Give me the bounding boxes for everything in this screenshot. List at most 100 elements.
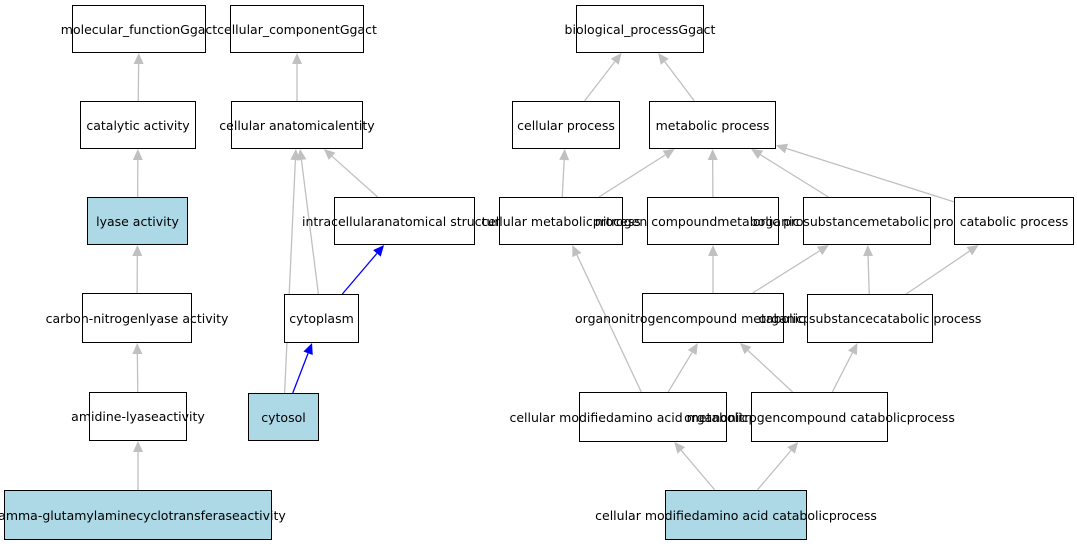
node-label-line: process [906,409,955,425]
node-cellular-process[interactable]: cellular process [512,101,620,149]
edge-cyto-to-cae [300,159,320,295]
node-label-line: cytoplasm [289,311,354,326]
node-nitrogen-compound-metabolic-process[interactable]: nitrogen compound metabolic process [595,197,831,245]
edge-onccp-to-oncmp [747,350,794,393]
node-molecular-function[interactable]: molecular_function Ggact [61,5,217,53]
edge-cytosol-to-cyto [292,353,309,394]
edge-oscp-to-osmp [867,255,870,295]
arrowhead-lyase-to-cat [132,149,143,161]
edge-ias-to-cae [331,155,379,198]
node-label-line: gamma-glutamylaminecyclotransferase [0,507,240,523]
node-carbon-nitrogen-lyase-activity[interactable]: carbon-nitrogen lyase activity [46,293,228,343]
node-label-line: Ggact [339,21,377,37]
node-label-line: amino acid metabolic [613,409,749,425]
node-cellular-modified-amino-acid-catabolic-process[interactable]: cellular modified amino acid catabolic p… [595,490,877,540]
node-label-line: metabolic process [717,213,832,229]
edge-oscp-to-catp [905,250,970,295]
node-label-line: metabolic process [867,213,982,229]
edge-cytosol-to-cae [283,159,297,394]
node-label-line: catalytic activity [86,117,190,133]
node-label-line: carbon-nitrogen [45,310,146,326]
edge-cmamp-to-cmp [576,254,642,393]
node-label-line: lyase activity [96,213,179,229]
edge-catp-to-mp [786,147,955,203]
arrowhead-ncmp-to-mp [707,149,718,161]
node-label-line: organonitrogen [684,409,781,425]
arrowhead-cmacp-to-onccp [787,442,799,454]
node-lyase-activity[interactable]: lyase activity [87,197,188,245]
node-gamma-glutamylaminecyclotransferase-activity[interactable]: gamma-glutamylaminecyclotransferase acti… [0,490,286,540]
arrowhead-cn-to-lyase [132,245,143,257]
node-amidine-lyase-activity[interactable]: amidine-lyase activity [71,392,205,441]
node-label-line: cellular modified [595,507,700,523]
arrowhead-cp-to-bp [610,53,622,65]
node-label-line: amidine-lyase [71,409,159,424]
edge-cmamp-to-oncmp [667,352,693,393]
node-cellular-component[interactable]: cellular_component Ggact [217,5,377,53]
edge-cmp-to-mp [598,154,666,198]
edge-osmp-to-mp [760,154,829,198]
node-label-line: cellular metabolic [481,213,593,229]
node-cellular-metabolic-process[interactable]: cellular metabolic process [481,197,641,245]
arrowhead-ias-to-cae [323,149,336,161]
node-label-line: catabolic process [959,213,1069,229]
node-label-line: nitrogen compound [594,213,718,229]
node-label-line: organic substance [752,213,868,229]
node-label-line: intracellular [302,213,377,229]
node-organic-substance-catabolic-process[interactable]: organic substance catabolic process [759,294,981,343]
node-cytoplasm[interactable]: cytoplasm [284,294,359,343]
edge-cyto-to-ias [341,252,378,295]
arrowhead-cae-to-cc [292,53,302,64]
edge-onccp-to-oscp [831,352,853,393]
arrowhead-osmp-to-mp [751,149,764,160]
node-label-line: biological_process [564,21,679,37]
arrowhead-oscp-to-osmp [863,245,874,257]
node-label-line: cellular modified [509,409,614,425]
arrowhead-cytosol-to-cyto [303,343,313,356]
arrowhead-cmp-to-cp [559,149,570,161]
arrowhead-cmp-to-mp [662,149,675,160]
node-label-line: activity [158,409,205,424]
node-label-line: metabolic process [655,117,770,133]
node-label-line: amino acid catabolic [699,507,829,523]
edge-mp-to-bp [664,61,695,102]
arrowhead-onccp-to-oscp [847,343,858,356]
node-label-line: cytosol [261,409,306,425]
node-label-line: catabolic process [872,311,982,326]
node-label-line: compound metabolic [671,310,803,326]
arrowhead-cmamp-to-oncmp [687,343,698,355]
node-label-line: process [828,507,877,523]
node-catabolic-process[interactable]: catabolic process [954,197,1074,245]
node-label-line: activity [239,507,286,523]
node-label-line: entity [338,117,375,133]
arrowhead-cyto-to-ias [373,245,385,257]
node-label-line: lyase activity [145,310,229,326]
node-cytosol[interactable]: cytosol [248,393,319,441]
node-label-line: Ggact [180,21,218,37]
arrowhead-mp-to-bp [658,53,669,65]
node-label-line: cellular process [517,117,615,133]
arrowhead-oncmp-to-osmp [816,245,829,256]
arrowhead-cat-to-mf [133,53,144,65]
node-catalytic-activity[interactable]: catalytic activity [80,101,196,149]
node-metabolic-process[interactable]: metabolic process [649,101,776,149]
arrowhead-amid-to-cn [132,343,143,355]
node-biological-process[interactable]: biological_process Ggact [565,5,715,53]
node-label-line: organonitrogen [575,310,672,326]
node-intracellular-anatomical-structure[interactable]: intracellular anatomical structure [302,197,507,245]
arrowhead-gg-to-amid [133,441,143,452]
node-organic-substance-metabolic-process[interactable]: organic substance metabolic process [753,197,981,245]
node-label-line: Ggact [678,21,716,37]
arrowhead-cmacp-to-cmamp [674,442,686,454]
node-organonitrogen-compound-catabolic-process[interactable]: organonitrogen compound catabolic proces… [684,392,955,442]
edge-cmacp-to-cmamp [680,449,716,491]
node-label-line: process [592,213,641,229]
arrowhead-oscp-to-catp [966,245,979,256]
edge-cmacp-to-onccp [756,449,792,491]
node-cellular-anatomical-entity[interactable]: cellular anatomical entity [219,101,375,149]
node-label-line: cellular_component [217,21,340,37]
edge-oncmp-to-osmp [752,250,820,294]
node-label-line: organic substance [758,311,873,326]
